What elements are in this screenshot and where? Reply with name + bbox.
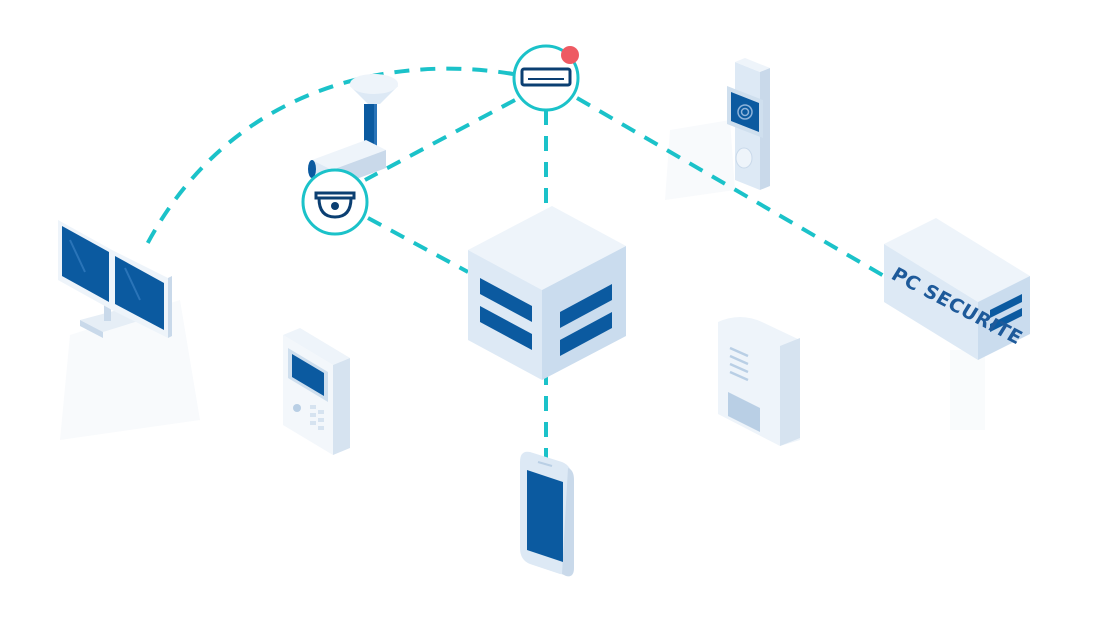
badge-reader-icon [718,317,800,446]
connection-links [141,66,886,460]
dome-camera-icon [314,191,356,219]
server-cube-icon [468,206,626,380]
dual-monitor-icon [58,220,172,338]
link-nvr-dome-camera [364,98,516,182]
nvr-node[interactable] [512,44,580,112]
alert-dot [561,46,579,64]
dome-camera-node[interactable] [301,168,369,236]
link-nvr-pc-securite [575,96,886,278]
bullet-camera-icon [308,74,398,188]
nvr-icon [520,67,572,87]
link-nvr-monitor [141,66,514,253]
server-box-icon: PC SECURITE [884,218,1030,360]
link-dome-camera-server [367,216,469,274]
fingerprint-icon [727,58,770,190]
smartphone-icon [520,451,574,577]
intercom-icon [283,328,350,455]
